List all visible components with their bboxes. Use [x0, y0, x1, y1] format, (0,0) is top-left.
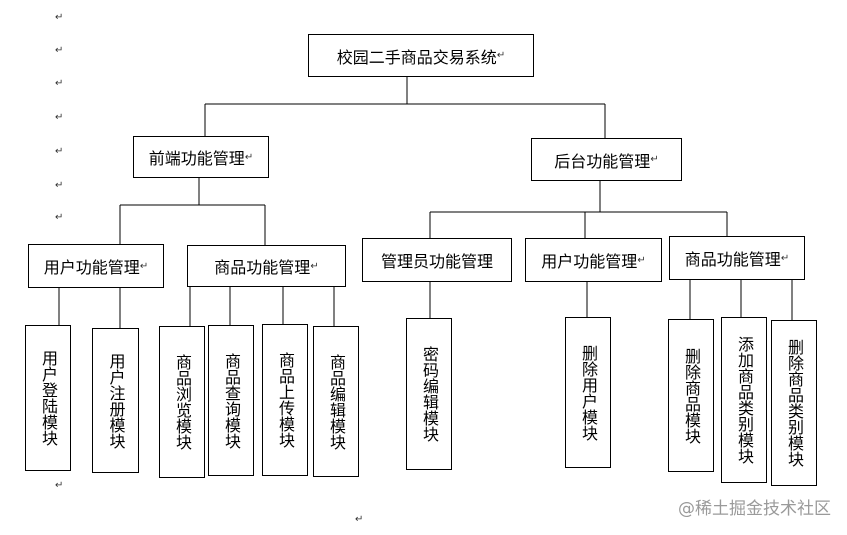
- paragraph-mark: ↵: [55, 146, 64, 157]
- paragraph-mark: ↵: [55, 112, 64, 123]
- delete-product-module-node: 删除商品模块: [668, 319, 714, 472]
- node-label: 后台功能管理: [554, 151, 651, 171]
- node-label: 前端功能管理: [148, 149, 245, 168]
- paragraph-mark: ↵: [55, 212, 64, 223]
- node-label: 商品编辑模块: [327, 353, 346, 450]
- admin-management-node: 管理员功能管理: [362, 238, 512, 282]
- frontend-management-node: 前端功能管理↵: [133, 136, 269, 178]
- return-mark: ↵: [780, 252, 790, 264]
- node-label: 删除用户模块: [579, 344, 598, 441]
- node-label: 商品查询模块: [222, 352, 241, 449]
- product-edit-module-node: 商品编辑模块: [313, 326, 359, 477]
- delete-category-module-node: 删除商品类别模块: [771, 320, 817, 486]
- backend-management-node: 后台功能管理↵: [531, 138, 682, 181]
- paragraph-mark: ↵: [55, 45, 64, 56]
- node-label: 删除商品类别模块: [785, 339, 804, 467]
- root-node: 校园二手商品交易系统↵: [308, 34, 534, 77]
- return-mark: ↵: [139, 260, 149, 272]
- node-label: 商品功能管理: [684, 250, 781, 269]
- node-label: 用户功能管理: [43, 258, 140, 277]
- return-mark: ↵: [244, 151, 254, 163]
- paragraph-mark: ↵: [55, 480, 64, 491]
- product-management-node: 商品功能管理↵: [187, 245, 346, 287]
- node-label: 用户功能管理: [541, 252, 638, 271]
- node-label: 删除商品模块: [682, 347, 701, 444]
- delete-user-module-node: 删除用户模块: [565, 317, 611, 468]
- paragraph-mark: ↵: [55, 12, 64, 23]
- node-label: 商品上传模块: [276, 352, 295, 448]
- user-register-module-node: 用户注册模块: [92, 328, 139, 473]
- password-edit-module-node: 密码编辑模块: [406, 318, 452, 470]
- return-mark: ↵: [496, 50, 506, 61]
- return-mark: ↵: [310, 260, 319, 272]
- watermark: @稀土掘金技术社区: [678, 499, 831, 519]
- return-mark: ↵: [637, 254, 646, 266]
- add-category-module-node: 添加商品类别模块: [721, 317, 767, 483]
- product-upload-module-node: 商品上传模块: [262, 324, 308, 476]
- node-label: 密码编辑模块: [420, 346, 439, 442]
- node-label: 用户登陆模块: [39, 350, 58, 446]
- node-label: 管理员功能管理: [380, 252, 493, 271]
- product-search-module-node: 商品查询模块: [208, 325, 254, 476]
- node-label: 添加商品类别模块: [735, 336, 754, 464]
- return-mark: ↵: [650, 154, 659, 165]
- paragraph-mark: ↵: [55, 180, 64, 191]
- user-login-module-node: 用户登陆模块: [25, 325, 71, 471]
- product-browse-module-node: 商品浏览模块: [159, 326, 205, 478]
- user-management-node: 用户功能管理↵: [28, 244, 164, 288]
- paragraph-mark: ↵: [355, 514, 364, 525]
- node-label: 商品功能管理: [214, 258, 311, 277]
- node-label: 商品浏览模块: [173, 354, 192, 450]
- product-management-node: 商品功能管理↵: [669, 236, 805, 280]
- node-label: 用户注册模块: [106, 352, 126, 449]
- paragraph-mark: ↵: [55, 78, 64, 89]
- user-management-node: 用户功能管理↵: [525, 238, 662, 282]
- root-label: 校园二手商品交易系统: [336, 47, 497, 67]
